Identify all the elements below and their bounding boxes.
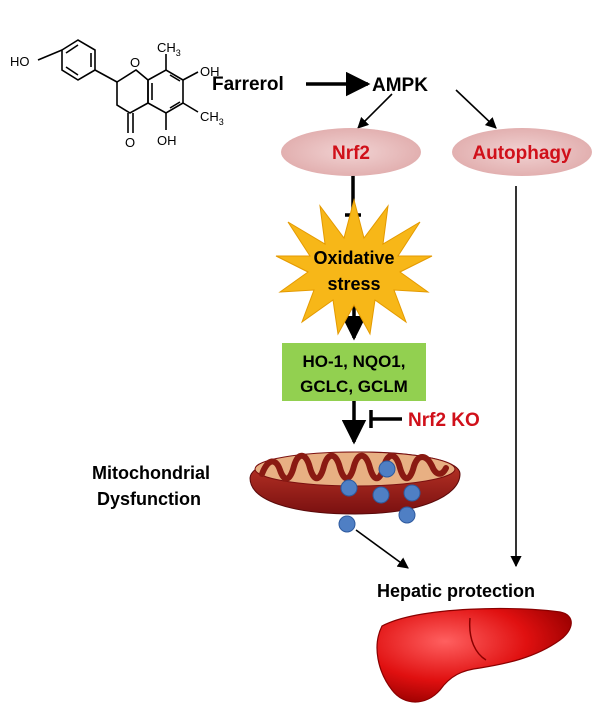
dot-3 [372,486,390,504]
dot-4 [403,484,421,502]
nrf2-label: Nrf2 [332,143,370,164]
atom-ch3-right: CH3 [200,109,224,127]
atom-ch3-right-sub: 3 [219,117,224,127]
autophagy-label: Autophagy [472,143,572,164]
genes-box [282,343,426,401]
arrow-mito-hepatic [355,529,409,569]
ampk-label: AMPK [372,75,428,96]
mito-dots [338,460,421,533]
liver-image [376,607,572,703]
nrf2-ellipse [281,128,421,176]
hepatic-protection-label: Hepatic protection [377,581,535,601]
farrerol-structure [37,39,199,133]
atom-oh-bottom: OH [157,133,177,148]
atom-ch3-top: CH3 [157,40,181,58]
arrows [306,71,522,569]
oxidative-stress-star [275,198,433,336]
molecule-labels: HO O CH3 OH CH3 O OH [10,40,224,150]
dot-2 [340,479,358,497]
autophagy-ellipse [452,128,592,176]
atom-oh-right: OH [200,64,220,79]
oxidative-label-line1: Oxidative [313,248,394,268]
nrf2-ko-label: Nrf2 KO [408,410,480,431]
arrow-ampk-autophagy [455,89,497,129]
oxidative-label-line2: stress [327,274,380,294]
mito-label-line2: Dysfunction [97,489,201,509]
atom-o-ring: O [130,55,140,70]
dot-6 [338,515,356,533]
genes-label-line1: HO-1, NQO1, [303,352,406,371]
farrerol-label: Farrerol [212,74,284,95]
arrow-ampk-nrf2 [357,93,393,129]
genes-label-line2: GCLC, GCLM [300,377,408,396]
atom-o-carbonyl: O [125,135,135,150]
dot-1 [378,460,396,478]
atom-ch3-top-sub: 3 [176,48,181,58]
mito-label-line1: Mitochondrial [92,463,210,483]
atom-ho-top-left: HO [10,54,30,69]
dot-5 [398,506,416,524]
